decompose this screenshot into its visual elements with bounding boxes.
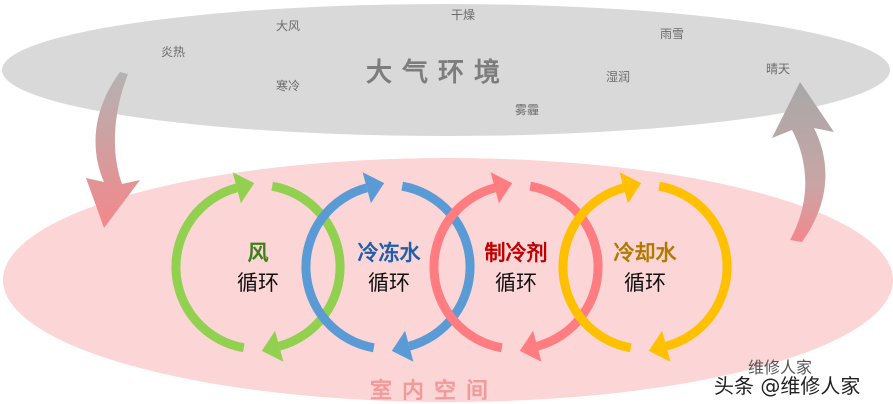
cycle-arrowhead xyxy=(490,172,513,204)
weather-label-cold: 寒冷 xyxy=(276,79,301,93)
cycle-arc xyxy=(301,183,375,353)
atmosphere-ellipse xyxy=(2,4,890,136)
cycle-ring-3 xyxy=(429,172,603,362)
cycle-arc xyxy=(171,183,245,353)
cycle-arrowhead xyxy=(261,330,284,362)
weather-label-dry: 干燥 xyxy=(451,8,476,22)
cycle-ring-4 xyxy=(558,172,732,362)
weather-label-hot: 炎热 xyxy=(161,45,186,59)
cycle-label-wind: 风 循环 xyxy=(203,238,313,298)
cycle-arrowhead xyxy=(648,330,671,362)
cycle-name: 风 xyxy=(247,241,269,265)
cycle-sub: 循环 xyxy=(368,271,410,295)
weather-label-humid: 湿润 xyxy=(606,70,631,84)
cycle-label-cooling-water: 冷却水 循环 xyxy=(590,238,700,298)
cycle-name: 冷却水 xyxy=(613,241,677,265)
cycle-arrowhead xyxy=(519,330,542,362)
cycle-arrowhead xyxy=(362,172,385,204)
watermark-line1: 维修人家 xyxy=(748,358,813,377)
cycle-name: 冷冻水 xyxy=(357,241,421,265)
weather-label-sunny: 晴天 xyxy=(766,62,791,76)
cycle-arrowhead xyxy=(232,172,255,204)
cycle-sub: 循环 xyxy=(624,271,666,295)
cycle-arc xyxy=(429,183,503,353)
cycle-name: 制冷剂 xyxy=(484,241,548,265)
cycle-label-chilled-water: 冷冻水 循环 xyxy=(334,238,444,298)
cycle-label-refrigerant: 制冷剂 循环 xyxy=(461,238,571,298)
cycle-ring-2 xyxy=(301,172,475,362)
cycle-arc xyxy=(658,181,732,351)
weather-label-rain-snow: 雨雪 xyxy=(660,27,685,41)
watermark-line2: 头条 @维修人家 xyxy=(714,374,861,398)
cycle-sub: 循环 xyxy=(237,271,279,295)
cycle-arrowhead xyxy=(391,330,414,362)
heat-exchange-down-arrow xyxy=(86,72,140,228)
heat-exchange-up-arrow xyxy=(772,82,834,242)
cycle-ring-1 xyxy=(171,172,345,362)
cycle-arc xyxy=(529,181,603,351)
weather-label-haze: 雾霾 xyxy=(515,103,540,117)
cycle-arrowhead xyxy=(619,172,642,204)
atmosphere-title: 大气环境 xyxy=(366,58,511,88)
cycle-arc xyxy=(558,183,632,353)
weather-label-wind: 大风 xyxy=(276,19,301,33)
cycle-arc xyxy=(401,181,475,351)
cycle-arc xyxy=(271,181,345,351)
indoor-space-title: 室内空间 xyxy=(370,379,499,404)
cycle-sub: 循环 xyxy=(495,271,537,295)
